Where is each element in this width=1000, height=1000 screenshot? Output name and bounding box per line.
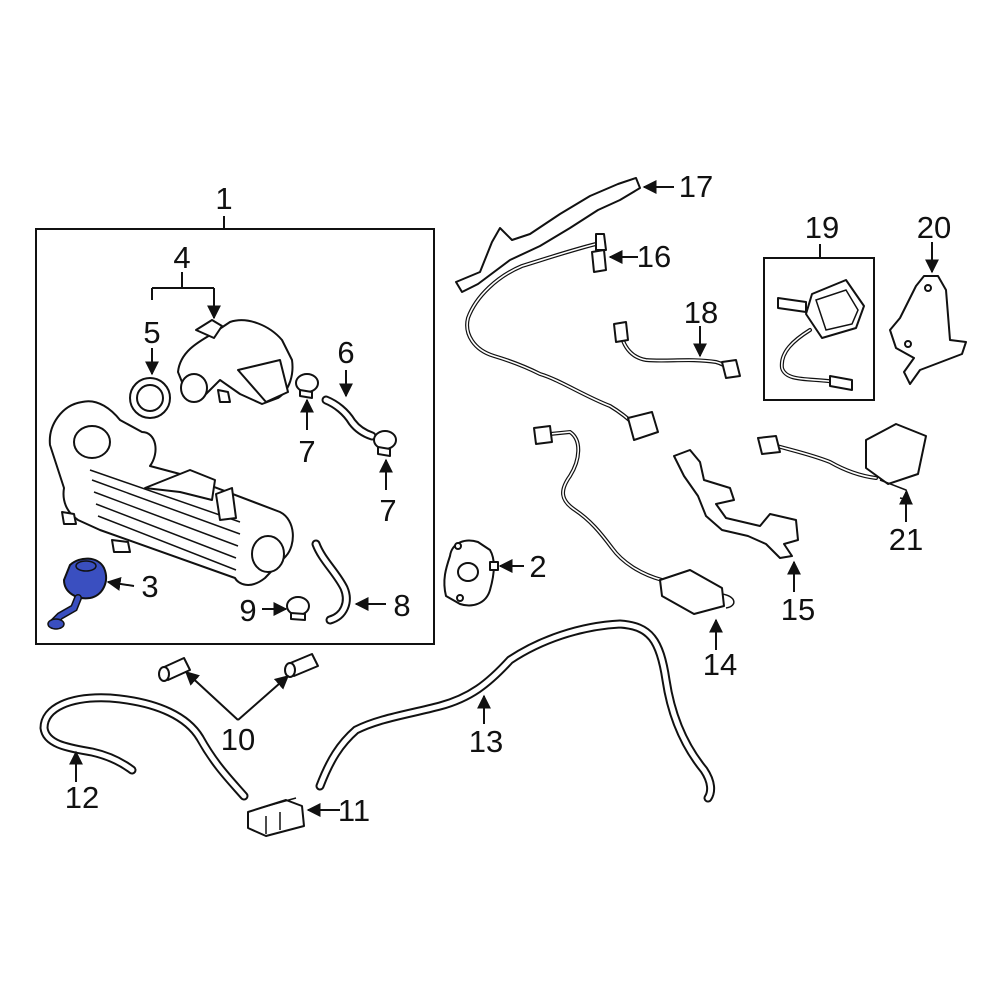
callout-18: 18: [684, 295, 718, 330]
callout-1: 1: [215, 181, 232, 216]
callout-2: 2: [529, 549, 546, 584]
hose-part-13[interactable]: [315, 619, 716, 803]
callout-17: 17: [679, 169, 713, 204]
sensor-part-19[interactable]: [777, 279, 865, 391]
egr-cooler-part[interactable]: [48, 400, 294, 586]
callout-8: 8: [393, 588, 410, 623]
leader-lines: [69, 180, 939, 817]
callout-12: 12: [65, 780, 99, 815]
sensor-part-18[interactable]: [613, 321, 741, 379]
sensor-harness-part-14[interactable]: [533, 425, 735, 615]
callout-16: 16: [637, 239, 671, 274]
sensor-harness-part-16[interactable]: [465, 233, 659, 441]
fitting-part-10-left[interactable]: [158, 657, 191, 682]
actuator-part-3[interactable]: [47, 557, 108, 630]
hose-part-6[interactable]: [321, 395, 377, 441]
callout-21: 21: [889, 522, 923, 557]
callout-15: 15: [781, 592, 815, 627]
callout-6: 6: [337, 335, 354, 370]
bracket-part-20[interactable]: [889, 275, 967, 385]
callout-3: 3: [141, 569, 158, 604]
gasket-ring-part-5[interactable]: [129, 377, 171, 419]
callout-20: 20: [917, 210, 951, 245]
callout-5: 5: [143, 315, 160, 350]
assembly-1-box: [35, 228, 435, 645]
callout-10: 10: [221, 722, 255, 757]
hose-part-12[interactable]: [39, 693, 249, 801]
clamp-part-9[interactable]: [286, 596, 310, 621]
callout-13: 13: [469, 724, 503, 759]
sensor-part-21[interactable]: [757, 423, 927, 502]
clamp-part-7-lower[interactable]: [373, 430, 397, 457]
bracket-part-15[interactable]: [673, 449, 799, 559]
callout-9: 9: [239, 593, 256, 628]
callout-4: 4: [173, 240, 190, 275]
connector-part-11[interactable]: [247, 797, 305, 837]
callout-7-lower: 7: [379, 493, 396, 528]
callout-7-upper: 7: [298, 434, 315, 469]
callout-14: 14: [703, 647, 737, 682]
clamp-part-7-upper[interactable]: [295, 373, 319, 399]
bracket-part-17[interactable]: [455, 177, 641, 293]
egr-valve-part-4[interactable]: [177, 319, 294, 405]
fitting-part-10-right[interactable]: [284, 653, 319, 678]
callout-11: 11: [338, 793, 370, 828]
gasket-part-2[interactable]: [443, 539, 499, 607]
callout-19: 19: [805, 210, 839, 245]
hose-part-8[interactable]: [311, 539, 351, 625]
